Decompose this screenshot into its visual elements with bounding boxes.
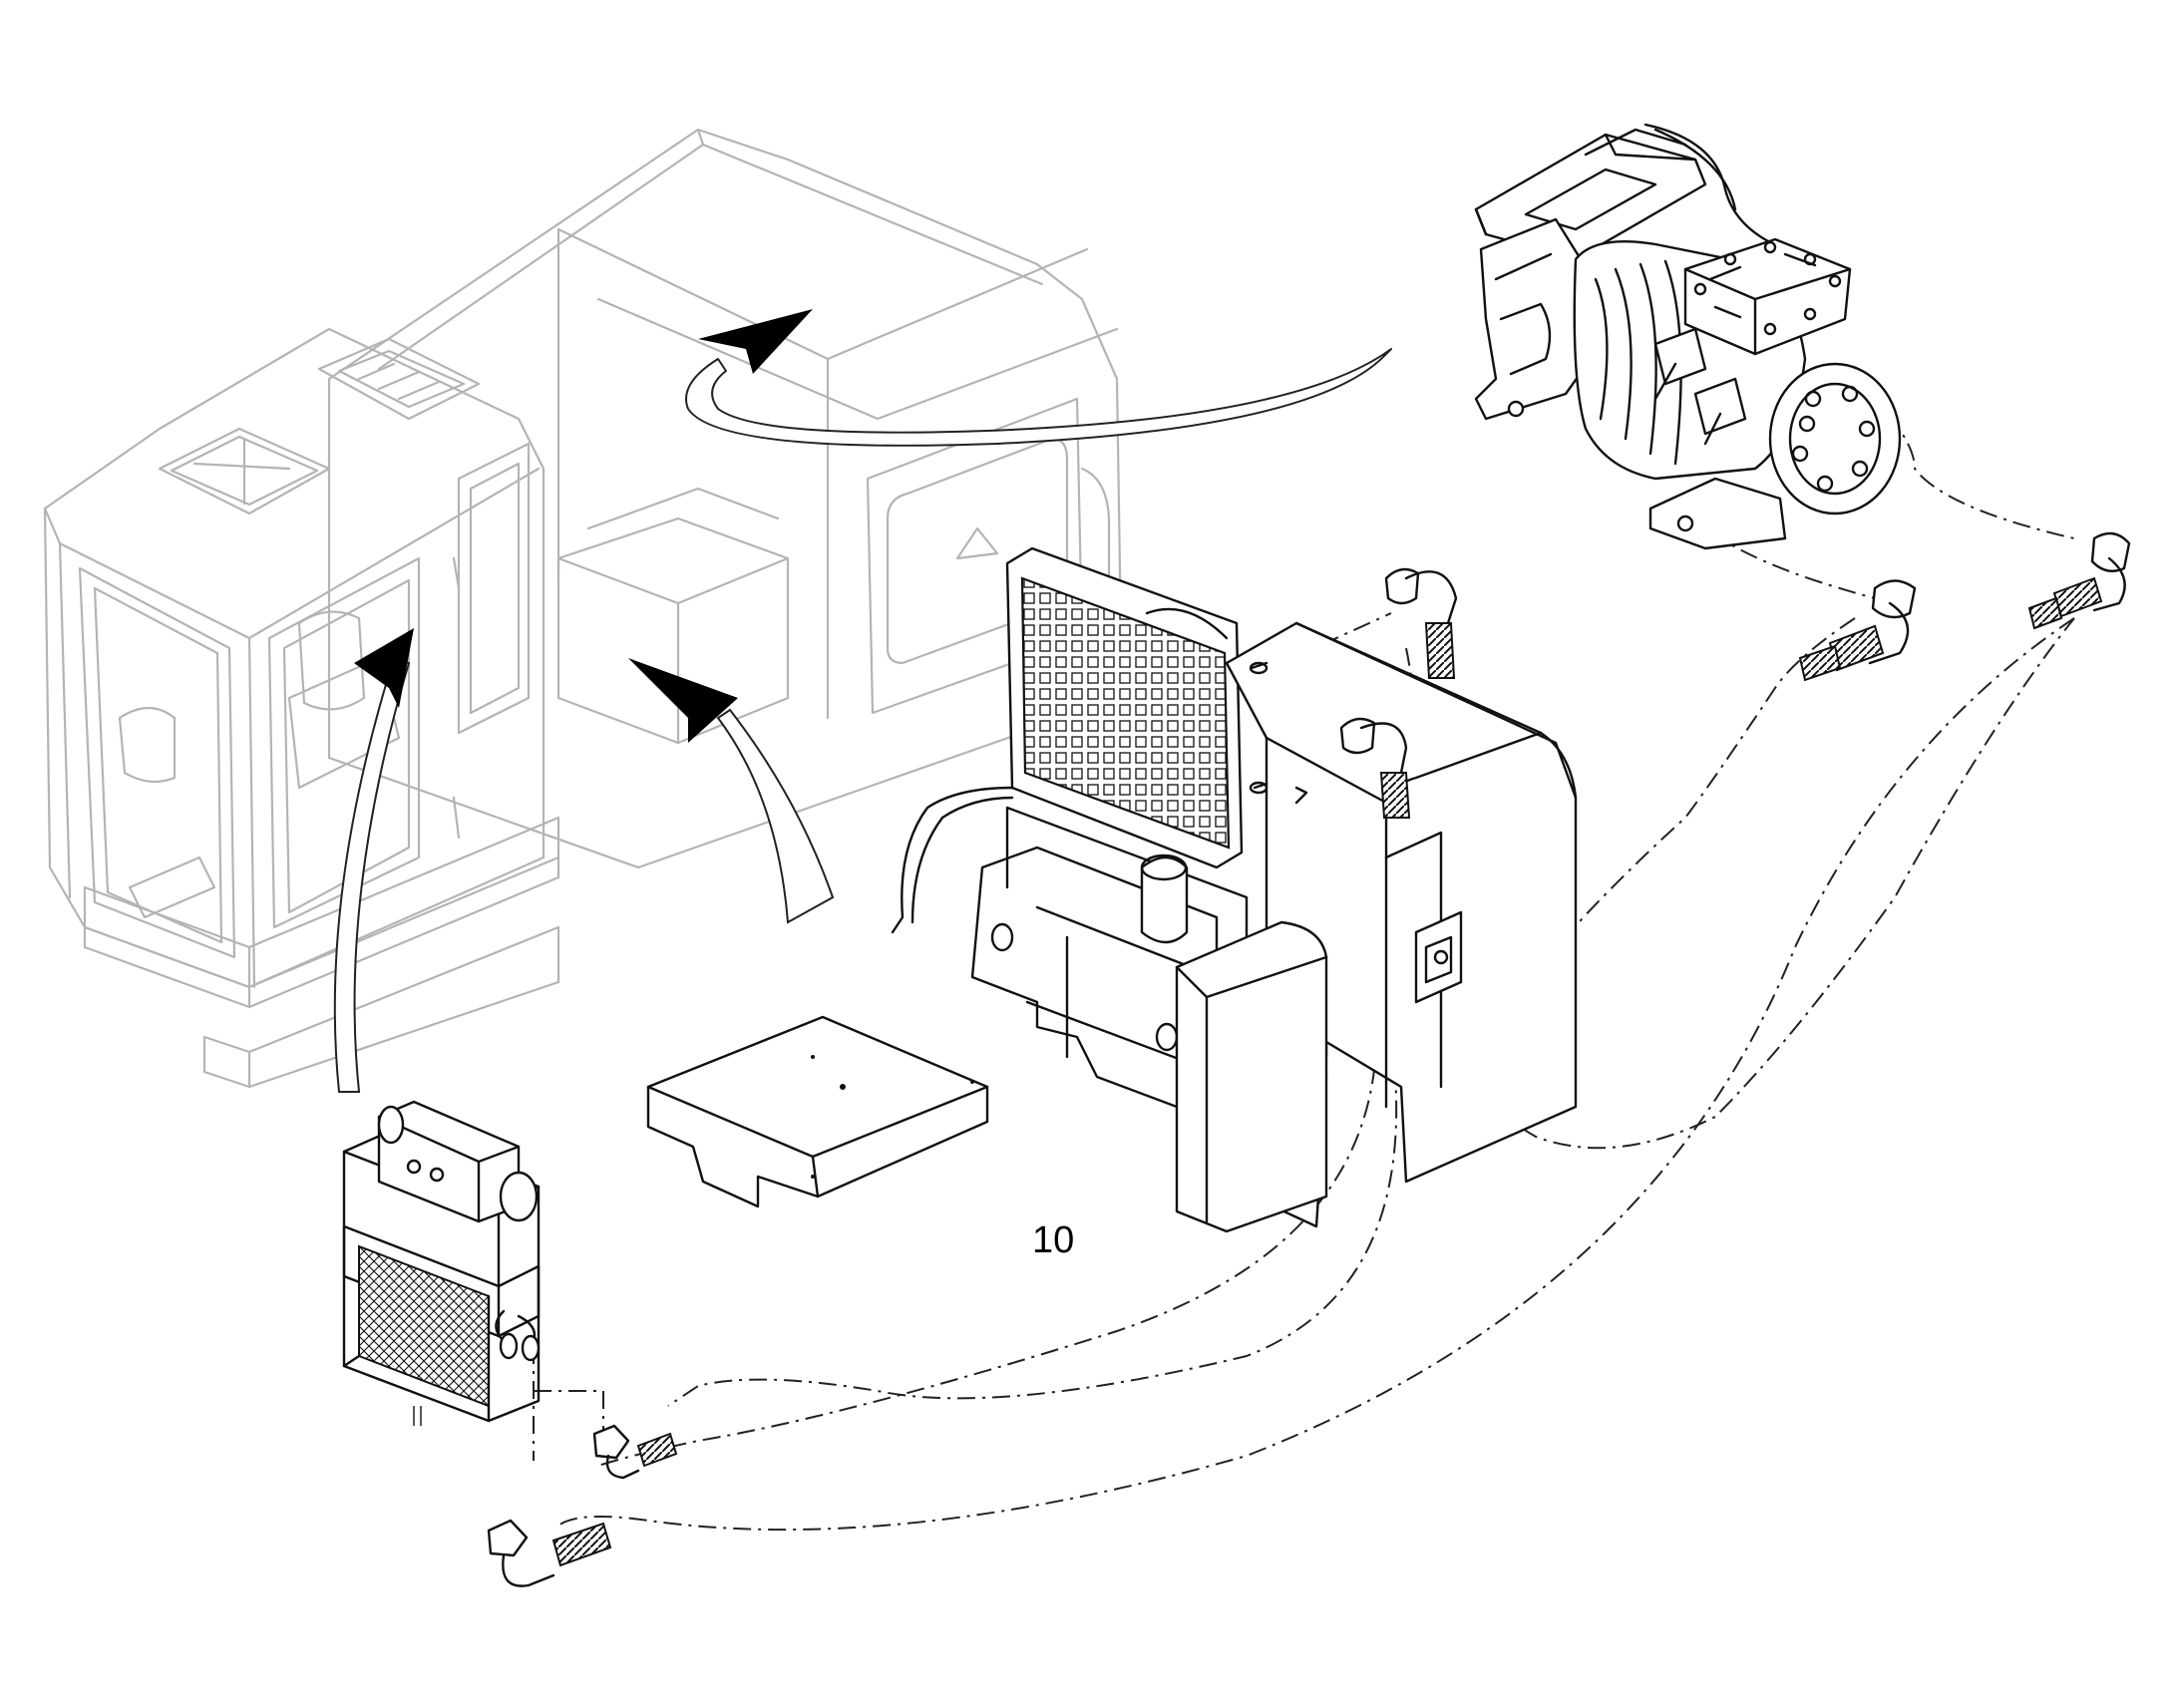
cover-panel — [646, 1015, 989, 1208]
install-arrow-evaporator — [333, 628, 414, 1093]
evaporator-unit — [342, 1100, 541, 1426]
cab-outline — [43, 327, 545, 989]
condenser-unit — [891, 546, 1578, 1233]
callout-label-10: 10 — [1032, 1219, 1074, 1261]
compressor-hose-fittings — [1798, 531, 2131, 682]
excavator-outline — [43, 128, 1124, 1089]
evaporator-hose-fittings — [487, 1424, 678, 1587]
compressor — [1474, 123, 1902, 550]
install-arrow-condenser — [628, 658, 835, 924]
install-arrow-compressor — [685, 309, 1392, 447]
